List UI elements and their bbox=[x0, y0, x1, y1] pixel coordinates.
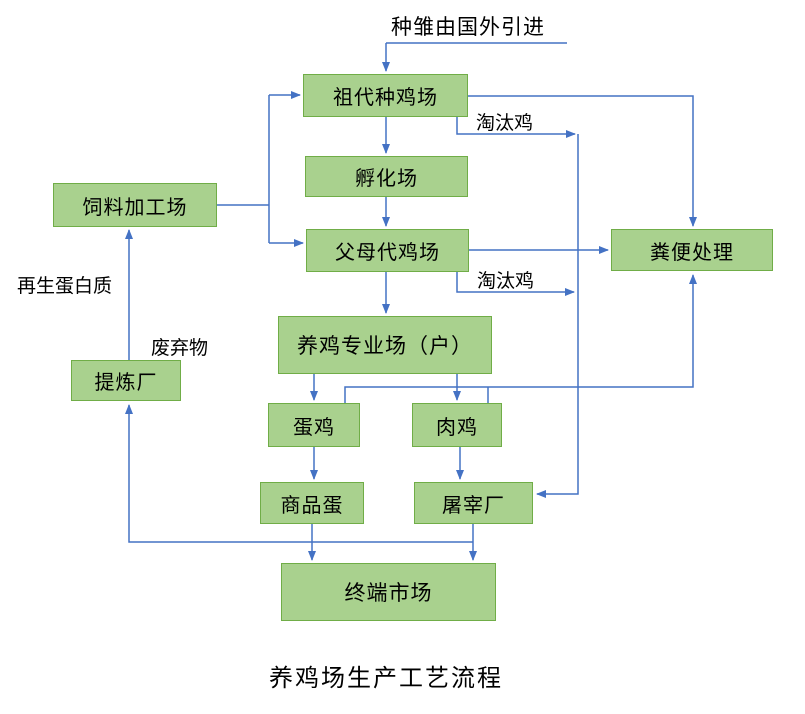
label-regenerated-protein: 再生蛋白质 bbox=[17, 276, 113, 297]
node-chicken-raising-farm: 养鸡专业场（户） bbox=[278, 316, 492, 374]
diagram-title: 养鸡场生产工艺流程 bbox=[269, 665, 503, 692]
node-layer-chicken: 蛋鸡 bbox=[268, 403, 360, 447]
label-imported-chicks: 种雏由国外引进 bbox=[391, 16, 545, 39]
edge-layer-manure-to-treatment bbox=[344, 274, 697, 403]
label-waste: 废弃物 bbox=[151, 338, 209, 359]
node-rendering-plant: 提炼厂 bbox=[71, 360, 181, 401]
node-slaughterhouse: 屠宰厂 bbox=[414, 482, 533, 524]
label-culled-chicken-bottom: 淘汰鸡 bbox=[477, 271, 535, 292]
edge-waste-to-rendering bbox=[125, 404, 473, 543]
node-parent-generation-farm: 父母代鸡场 bbox=[306, 229, 469, 272]
node-broiler-chicken: 肉鸡 bbox=[412, 403, 502, 447]
edge-culled-trunk-to-slaughterhouse bbox=[536, 134, 579, 498]
node-terminal-market: 终端市场 bbox=[281, 563, 496, 621]
label-culled-chicken-top: 淘汰鸡 bbox=[476, 113, 534, 134]
edge-grandparent-culled bbox=[456, 117, 576, 138]
edge-grandparent-to-manure bbox=[468, 95, 697, 227]
edge-parent-culled bbox=[456, 272, 575, 296]
node-manure-treatment: 粪便处理 bbox=[611, 229, 773, 271]
node-commercial-eggs: 商品蛋 bbox=[260, 482, 364, 524]
node-hatchery: 孵化场 bbox=[305, 156, 468, 197]
node-grandparent-breeder-farm: 祖代种鸡场 bbox=[303, 74, 468, 117]
node-feed-processing-plant: 饲料加工场 bbox=[53, 183, 217, 227]
